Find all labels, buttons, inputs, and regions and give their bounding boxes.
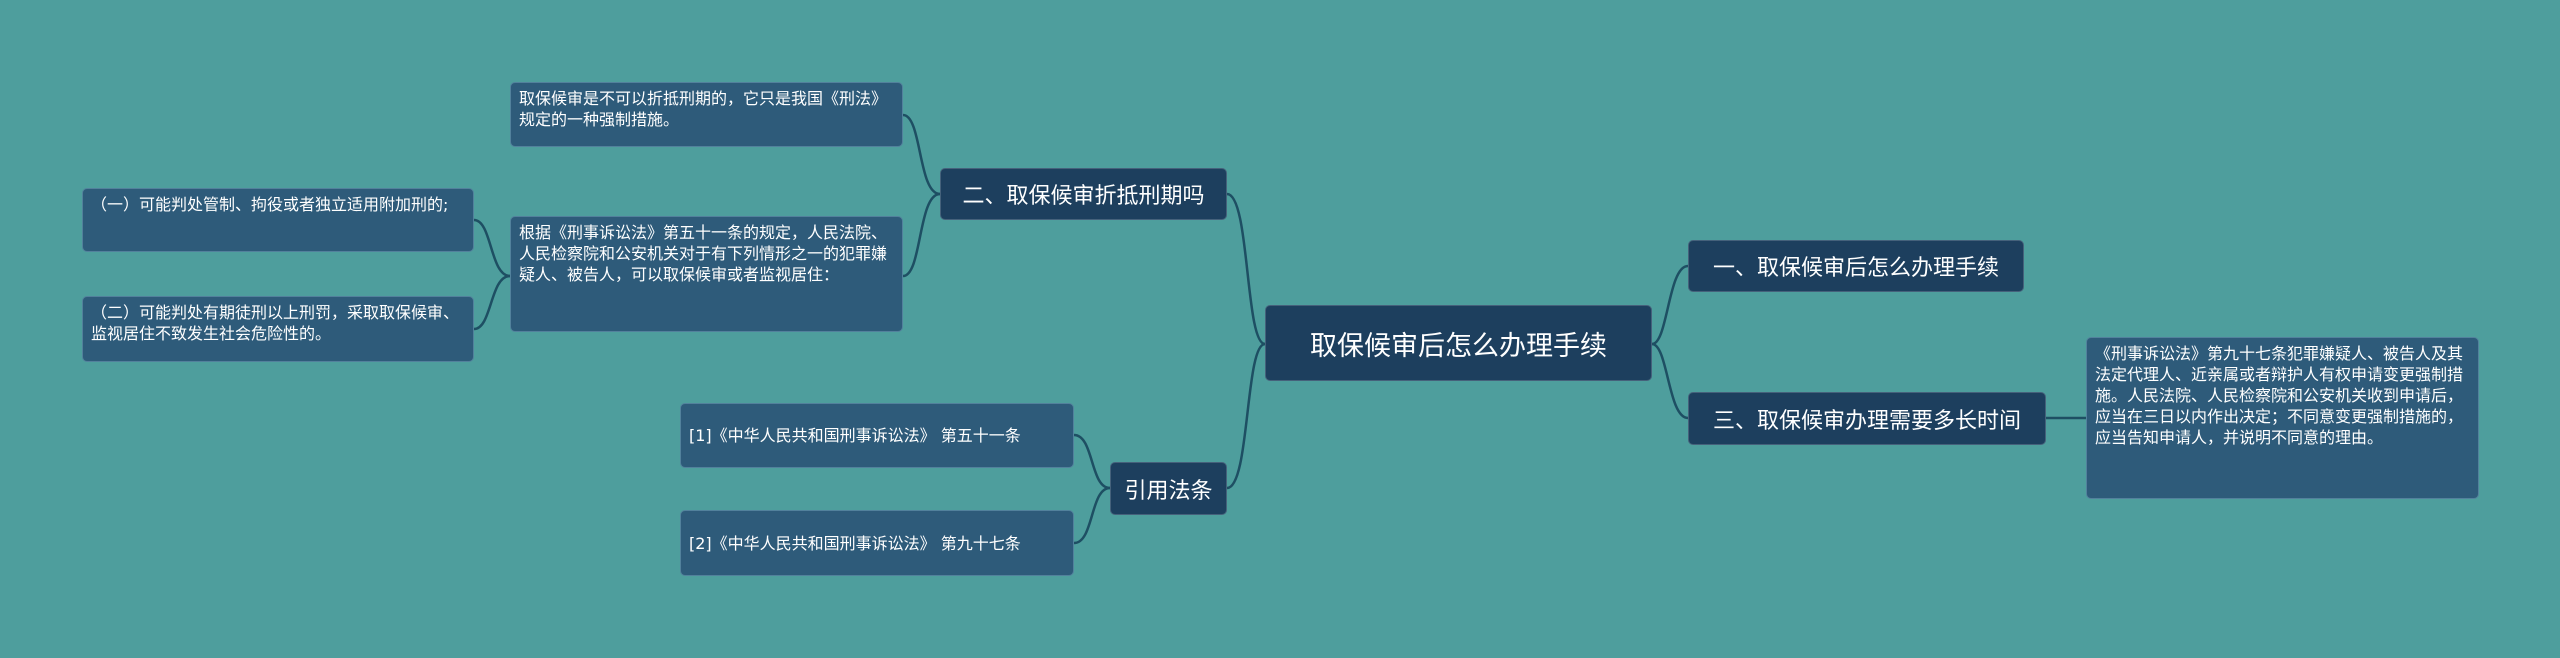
branch-node-3[interactable]: 三、取保候审办理需要多长时间 — [1688, 392, 2046, 445]
leaf-text: 《刑事诉讼法》第九十七条犯罪嫌疑人、被告人及其法定代理人、近亲属或者辩护人有权申… — [2095, 344, 2464, 447]
branch-label: 引用法条 — [1124, 478, 1213, 504]
leaf-text: [2]《中华人民共和国刑事诉讼法》 第九十七条 — [689, 533, 1021, 553]
leaf-text: （一）可能判处管制、拘役或者独立适用附加刑的; — [91, 195, 449, 214]
leaf-node-article-97[interactable]: 《刑事诉讼法》第九十七条犯罪嫌疑人、被告人及其法定代理人、近亲属或者辩护人有权申… — [2086, 337, 2479, 499]
connector-cite-leaf-1 — [1073, 433, 1111, 490]
leaf-text: （二）可能判处有期徒刑以上刑罚，采取取保候审、监视居住不致发生社会危险性的。 — [91, 303, 460, 343]
branch-node-1[interactable]: 一、取保候审后怎么办理手续 — [1688, 240, 2024, 292]
connector-root-cite — [1226, 342, 1266, 490]
connector-branch-2-leaf-1 — [902, 113, 941, 196]
connector-branch-2-leaf-2 — [902, 192, 941, 278]
sub-leaf-node-2[interactable]: （二）可能判处有期徒刑以上刑罚，采取取保候审、监视居住不致发生社会危险性的。 — [82, 296, 474, 362]
connector-leaf-2-sub-1 — [473, 218, 511, 278]
connector-root-branch-3 — [1651, 342, 1689, 420]
leaf-node-article-51[interactable]: 根据《刑事诉讼法》第五十一条的规定，人民法院、人民检察院和公安机关对于有下列情形… — [510, 216, 903, 332]
branch-label: 一、取保候审后怎么办理手续 — [1712, 256, 1999, 281]
connector-root-branch-2 — [1226, 192, 1266, 346]
root-node[interactable]: 取保候审后怎么办理手续 — [1265, 305, 1652, 381]
leaf-text: [1]《中华人民共和国刑事诉讼法》 第五十一条 — [689, 426, 1021, 445]
branch-node-2[interactable]: 二、取保候审折抵刑期吗 — [940, 168, 1227, 220]
root-label: 取保候审后怎么办理手续 — [1310, 330, 1607, 362]
cite-leaf-node-1[interactable]: [1]《中华人民共和国刑事诉讼法》 第五十一条 — [680, 403, 1074, 468]
connector-root-branch-1 — [1651, 264, 1689, 346]
leaf-text: 根据《刑事诉讼法》第五十一条的规定，人民法院、人民检察院和公安机关对于有下列情形… — [519, 223, 888, 284]
branch-node-cite[interactable]: 引用法条 — [1110, 462, 1227, 515]
connector-leaf-2-sub-2 — [473, 274, 511, 331]
branch-label: 二、取保候审折抵刑期吗 — [962, 184, 1205, 209]
connector-cite-leaf-2 — [1073, 486, 1111, 545]
sub-leaf-node-1[interactable]: （一）可能判处管制、拘役或者独立适用附加刑的; — [82, 188, 474, 252]
branch-label: 三、取保候审办理需要多长时间 — [1712, 408, 2021, 434]
leaf-text: 取保候审是不可以折抵刑期的，它只是我国《刑法》规定的一种强制措施。 — [519, 89, 888, 129]
leaf-node-no-offset[interactable]: 取保候审是不可以折抵刑期的，它只是我国《刑法》规定的一种强制措施。 — [510, 82, 903, 147]
cite-leaf-node-2[interactable]: [2]《中华人民共和国刑事诉讼法》 第九十七条 — [680, 510, 1074, 576]
